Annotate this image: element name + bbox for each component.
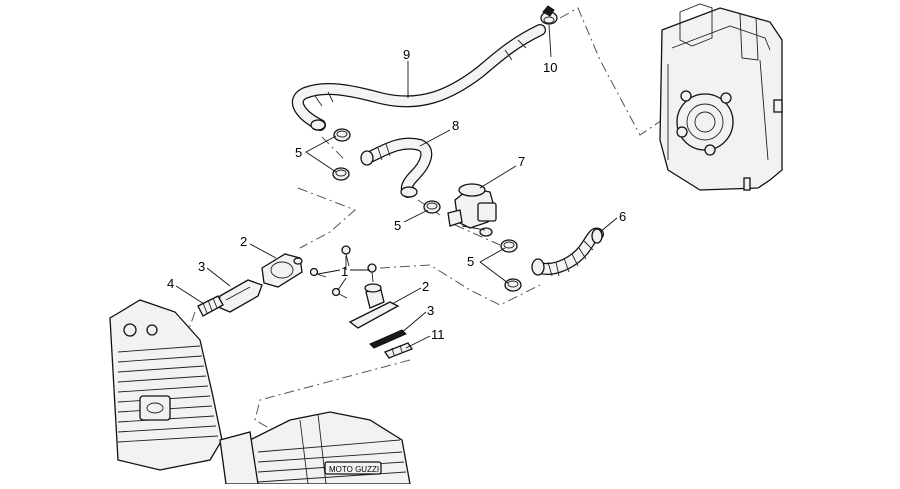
hose-clamps-5: [332, 128, 522, 292]
cylinder-fins-left: [117, 345, 219, 443]
clamp-5-e: [504, 278, 522, 292]
callout-2-lower: 2: [422, 279, 429, 294]
callout-11: 11: [431, 327, 445, 342]
callout-9: 9: [403, 47, 410, 62]
bent-hose-8: [360, 137, 433, 198]
engine-block: MOTO GUZZI: [109, 299, 411, 485]
valve-7: [447, 183, 497, 237]
gasket-3-upper: [217, 279, 263, 313]
callout-6: 6: [619, 209, 626, 224]
filter-housing-2-upper: [261, 253, 303, 288]
callout-2-upper: 2: [240, 234, 247, 249]
clamp-5-b: [332, 167, 350, 181]
callout-8: 8: [452, 118, 459, 133]
air-box: [659, 3, 783, 191]
gasket-3-lower: [369, 329, 407, 349]
breather-hose-9: [291, 24, 546, 131]
callout-1: 1: [341, 264, 348, 279]
callout-3-upper: 3: [198, 259, 205, 274]
screw-1-c: [309, 267, 327, 278]
assembly-lines: [169, 7, 666, 441]
leader-lines: [175, 24, 618, 349]
corrugated-hose-6: [531, 227, 604, 277]
screw-1-d: [331, 287, 348, 299]
callout-7: 7: [518, 154, 525, 169]
callout-4: 4: [167, 276, 174, 291]
filter-element-4: [197, 295, 224, 317]
clamp-5-a: [333, 128, 351, 142]
callout-numbers: 9 10 8 5 7 5 6 2 5 3 1 4 2 3 11: [167, 47, 626, 342]
hose-clamp-10: [540, 5, 558, 25]
plate-11: [384, 342, 413, 359]
callout-5-mid: 5: [394, 218, 401, 233]
screws-1: [309, 245, 377, 299]
screw-1-b: [367, 263, 377, 283]
screw-1-a: [341, 245, 351, 267]
callout-5-right: 5: [467, 254, 474, 269]
filter-base-2-lower: [348, 283, 400, 329]
callout-5-top: 5: [295, 145, 302, 160]
clamp-5-d: [500, 239, 518, 253]
callout-10: 10: [543, 60, 557, 75]
callout-3-lower: 3: [427, 303, 434, 318]
engine-brand-label: MOTO GUZZI: [329, 465, 379, 474]
